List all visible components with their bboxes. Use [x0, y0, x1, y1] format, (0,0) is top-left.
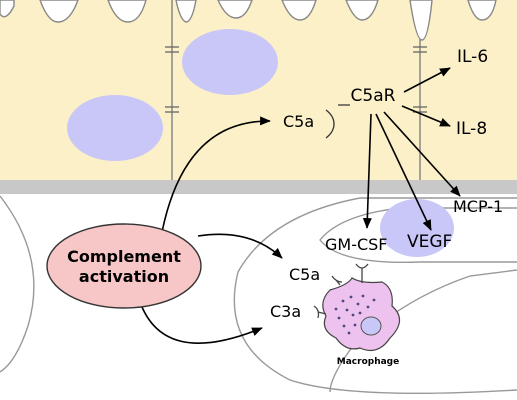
- label-il6: IL-6: [457, 47, 488, 67]
- epithelial-layer: [0, 0, 517, 182]
- arrow-complement-to-c5a-macrophage: [197, 233, 283, 259]
- arrow-c5ar-to-il8: [401, 105, 451, 127]
- nucleus-left: [67, 95, 163, 161]
- vessel-large: [233, 197, 517, 395]
- bruchs-membrane: [0, 180, 517, 194]
- arrows: [137, 67, 461, 344]
- nucleus-middle: [182, 29, 278, 95]
- macrophage-body: [322, 277, 401, 351]
- complement-label-line1: Complement: [67, 247, 181, 266]
- apical-microvilli: [0, 0, 497, 41]
- label-il8: IL-8: [456, 119, 487, 139]
- arrow-c5ar-to-gmcsf: [362, 113, 372, 229]
- label-c5ar: C5aR: [351, 86, 396, 106]
- label-c3a: C3a: [270, 302, 301, 321]
- arrow-complement-to-c5a: [161, 116, 271, 233]
- label-c5a-top: C5a: [283, 112, 314, 131]
- receptor-gmcsf-macrophage: [355, 263, 369, 283]
- arrow-complement-to-c3a: [137, 295, 263, 344]
- receptor-c3a-macrophage: [313, 305, 327, 319]
- arrow-c5ar-to-vegf: [375, 113, 432, 231]
- label-gmcsf: GM-CSF: [325, 235, 388, 254]
- receptor-c5ar: [325, 104, 350, 139]
- vessel-inner-1: [319, 207, 517, 264]
- macrophage-nucleus: [360, 316, 382, 336]
- receptor-c5a-macrophage: [331, 275, 343, 286]
- label-c5a-macrophage: C5a: [289, 265, 320, 284]
- label-mcp1: MCP-1: [453, 197, 503, 216]
- nucleus-choroid: [380, 199, 454, 257]
- complement-activation-node: [46, 223, 202, 309]
- label-macrophage: Macrophage: [337, 357, 399, 367]
- epithelium-background: [0, 0, 517, 182]
- choroid-vessels: [0, 195, 517, 395]
- cell-junctions: [165, 46, 427, 113]
- arrow-c5ar-to-mcp1: [383, 111, 461, 197]
- macrophage-cell: [313, 263, 401, 351]
- complement-label-line2: activation: [79, 267, 169, 286]
- vessel-left: [0, 195, 35, 373]
- macrophage-granules: [334, 294, 376, 335]
- label-vegf: VEGF: [407, 232, 452, 252]
- arrow-c5ar-to-il6: [403, 67, 451, 93]
